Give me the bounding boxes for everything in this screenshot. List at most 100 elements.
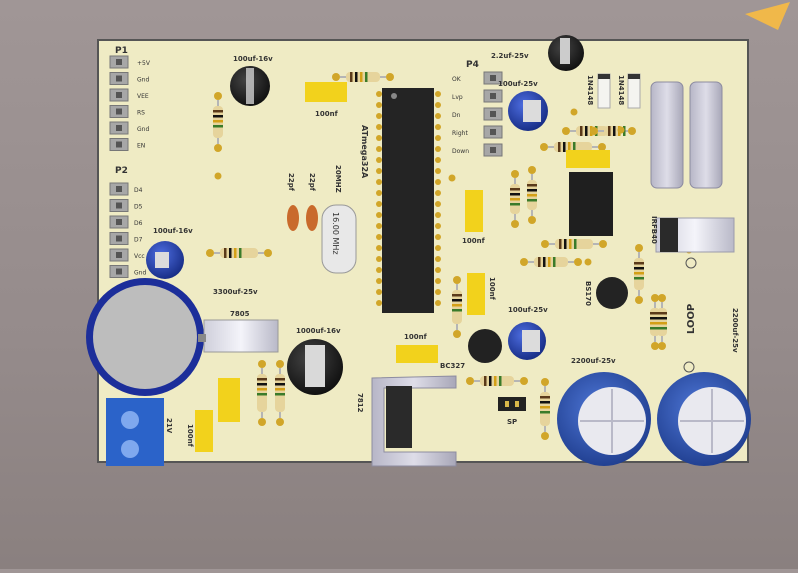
reg-7812-label: 7812 [356, 393, 364, 413]
cap-1000uf-label: 1000uf-16v [296, 327, 341, 335]
via [214, 172, 222, 180]
transistor-bs170 [596, 277, 628, 309]
crystal-marking: 16.00 MHz [331, 212, 340, 255]
p1-pin-label: Gnd [137, 126, 149, 133]
via [448, 174, 456, 182]
resistor [540, 378, 550, 440]
atmega-chip [376, 88, 441, 313]
cap-2-2uf-label: 2.2uf-25v [491, 52, 529, 60]
resistor [257, 360, 267, 426]
transistor-bc327 [468, 329, 502, 363]
resistor [510, 170, 520, 228]
resistor [527, 166, 537, 224]
mount-hole [685, 257, 697, 269]
resistor [657, 294, 667, 350]
resistor [466, 376, 528, 386]
reg-7805-label: 7805 [230, 310, 250, 318]
jumper-label: SP [507, 418, 517, 426]
cap-3300uf-label: 3300uf-25v [213, 288, 258, 296]
cap-100nf-bottom [218, 378, 240, 422]
resistor [520, 257, 582, 267]
p2-pin-label: D5 [134, 204, 143, 211]
p1-pin-label: VEE [137, 93, 149, 100]
cap-100nf-top-label: 100nf [315, 110, 339, 118]
resistor [213, 92, 223, 152]
crystal: 16.00 MHz [321, 204, 357, 274]
p4-pin-label: Dn [452, 112, 461, 119]
cap-100nf-mid [396, 345, 438, 363]
via [617, 126, 625, 134]
resistor [650, 294, 660, 350]
resistor [452, 276, 462, 338]
power-resistor-b [689, 81, 723, 189]
p2-pin-label: D7 [134, 237, 143, 244]
cap-100uf-25v-mid-label: 100uf-25v [508, 306, 548, 314]
resistor [541, 239, 607, 249]
p4-pin-label: Right [452, 130, 468, 137]
cap-100uf-16v-mid-label: 100uf-16v [153, 227, 193, 235]
resistor [275, 360, 285, 426]
cap-100uf-16v-top-label: 100uf-16v [233, 55, 273, 63]
resistor [332, 72, 394, 82]
power-terminal [106, 398, 164, 466]
p2-pin-label: Gnd [134, 270, 146, 277]
cap-100nf-bottom-label: 100nf [186, 424, 194, 448]
diode-b [627, 73, 641, 109]
mcu-label: ATmega32A [360, 125, 369, 179]
cap-100nf-right [465, 190, 483, 232]
cap-22pf-b [306, 205, 318, 231]
cap-small-yellow [195, 410, 213, 452]
cap-2200uf-a [557, 372, 651, 466]
resistor [206, 248, 272, 258]
crystal-freq: 20MHZ [334, 165, 342, 193]
via [570, 108, 578, 116]
diode-a [597, 73, 611, 109]
ic-dip8 [569, 172, 613, 236]
cap-100nf-top [305, 82, 347, 102]
mosfet-label: IRFB40 [650, 216, 658, 244]
jumper-sp [498, 397, 526, 411]
p1-pin-label: +5V [137, 60, 151, 67]
cap-100nf-mid-label: 100nf [404, 333, 428, 341]
p4-pin-label: OK [452, 76, 462, 83]
cap-100uf-25v-top-label: 100uf-25v [498, 80, 538, 88]
loop-label: LOOP [686, 304, 697, 334]
p1-pin-label: EN [137, 143, 145, 150]
power-terminal-label: 21V [165, 418, 173, 434]
p4-title: P4 [466, 60, 479, 70]
transistor-bc327-label: BC327 [440, 362, 465, 370]
via [584, 258, 592, 266]
transistor-bs170-label: BS170 [584, 281, 592, 306]
cap-2200uf-b-label: 2200uf-25v [731, 308, 739, 353]
p1-pin-label: RS [137, 110, 145, 117]
cap-100nf-right2 [467, 273, 485, 315]
p2-title: P2 [115, 166, 128, 176]
p4-pin-label: Lvp [452, 94, 463, 101]
cap-100nf-right-label: 100nf [462, 237, 486, 245]
mosfet-irfb40 [655, 217, 735, 253]
regulator-7812 [371, 375, 457, 467]
cap-22pf-a [287, 205, 299, 231]
p4-pin-label: Down [452, 148, 469, 155]
cap-yellow-ic [566, 150, 610, 168]
resistor [634, 244, 644, 304]
cap-22pf-a-label: 22pf [287, 173, 295, 192]
resistor [590, 126, 636, 136]
p2-pin-label: Vcc [134, 253, 145, 260]
resistor [540, 142, 606, 152]
regulator-7805 [198, 319, 279, 353]
cap-22pf-b-label: 22pf [308, 173, 316, 192]
p1-title: P1 [115, 46, 128, 56]
p1-pin-label: Gnd [137, 77, 149, 84]
cap-2200uf-b [657, 372, 751, 466]
diode-b-label: 1N4148 [617, 75, 625, 105]
cap-2200uf-a-label: 2200uf-25v [571, 357, 616, 365]
cap-100nf-right2-label: 100nf [488, 277, 496, 301]
p2-pin-label: D6 [134, 220, 143, 227]
corner-mark [745, 2, 790, 30]
